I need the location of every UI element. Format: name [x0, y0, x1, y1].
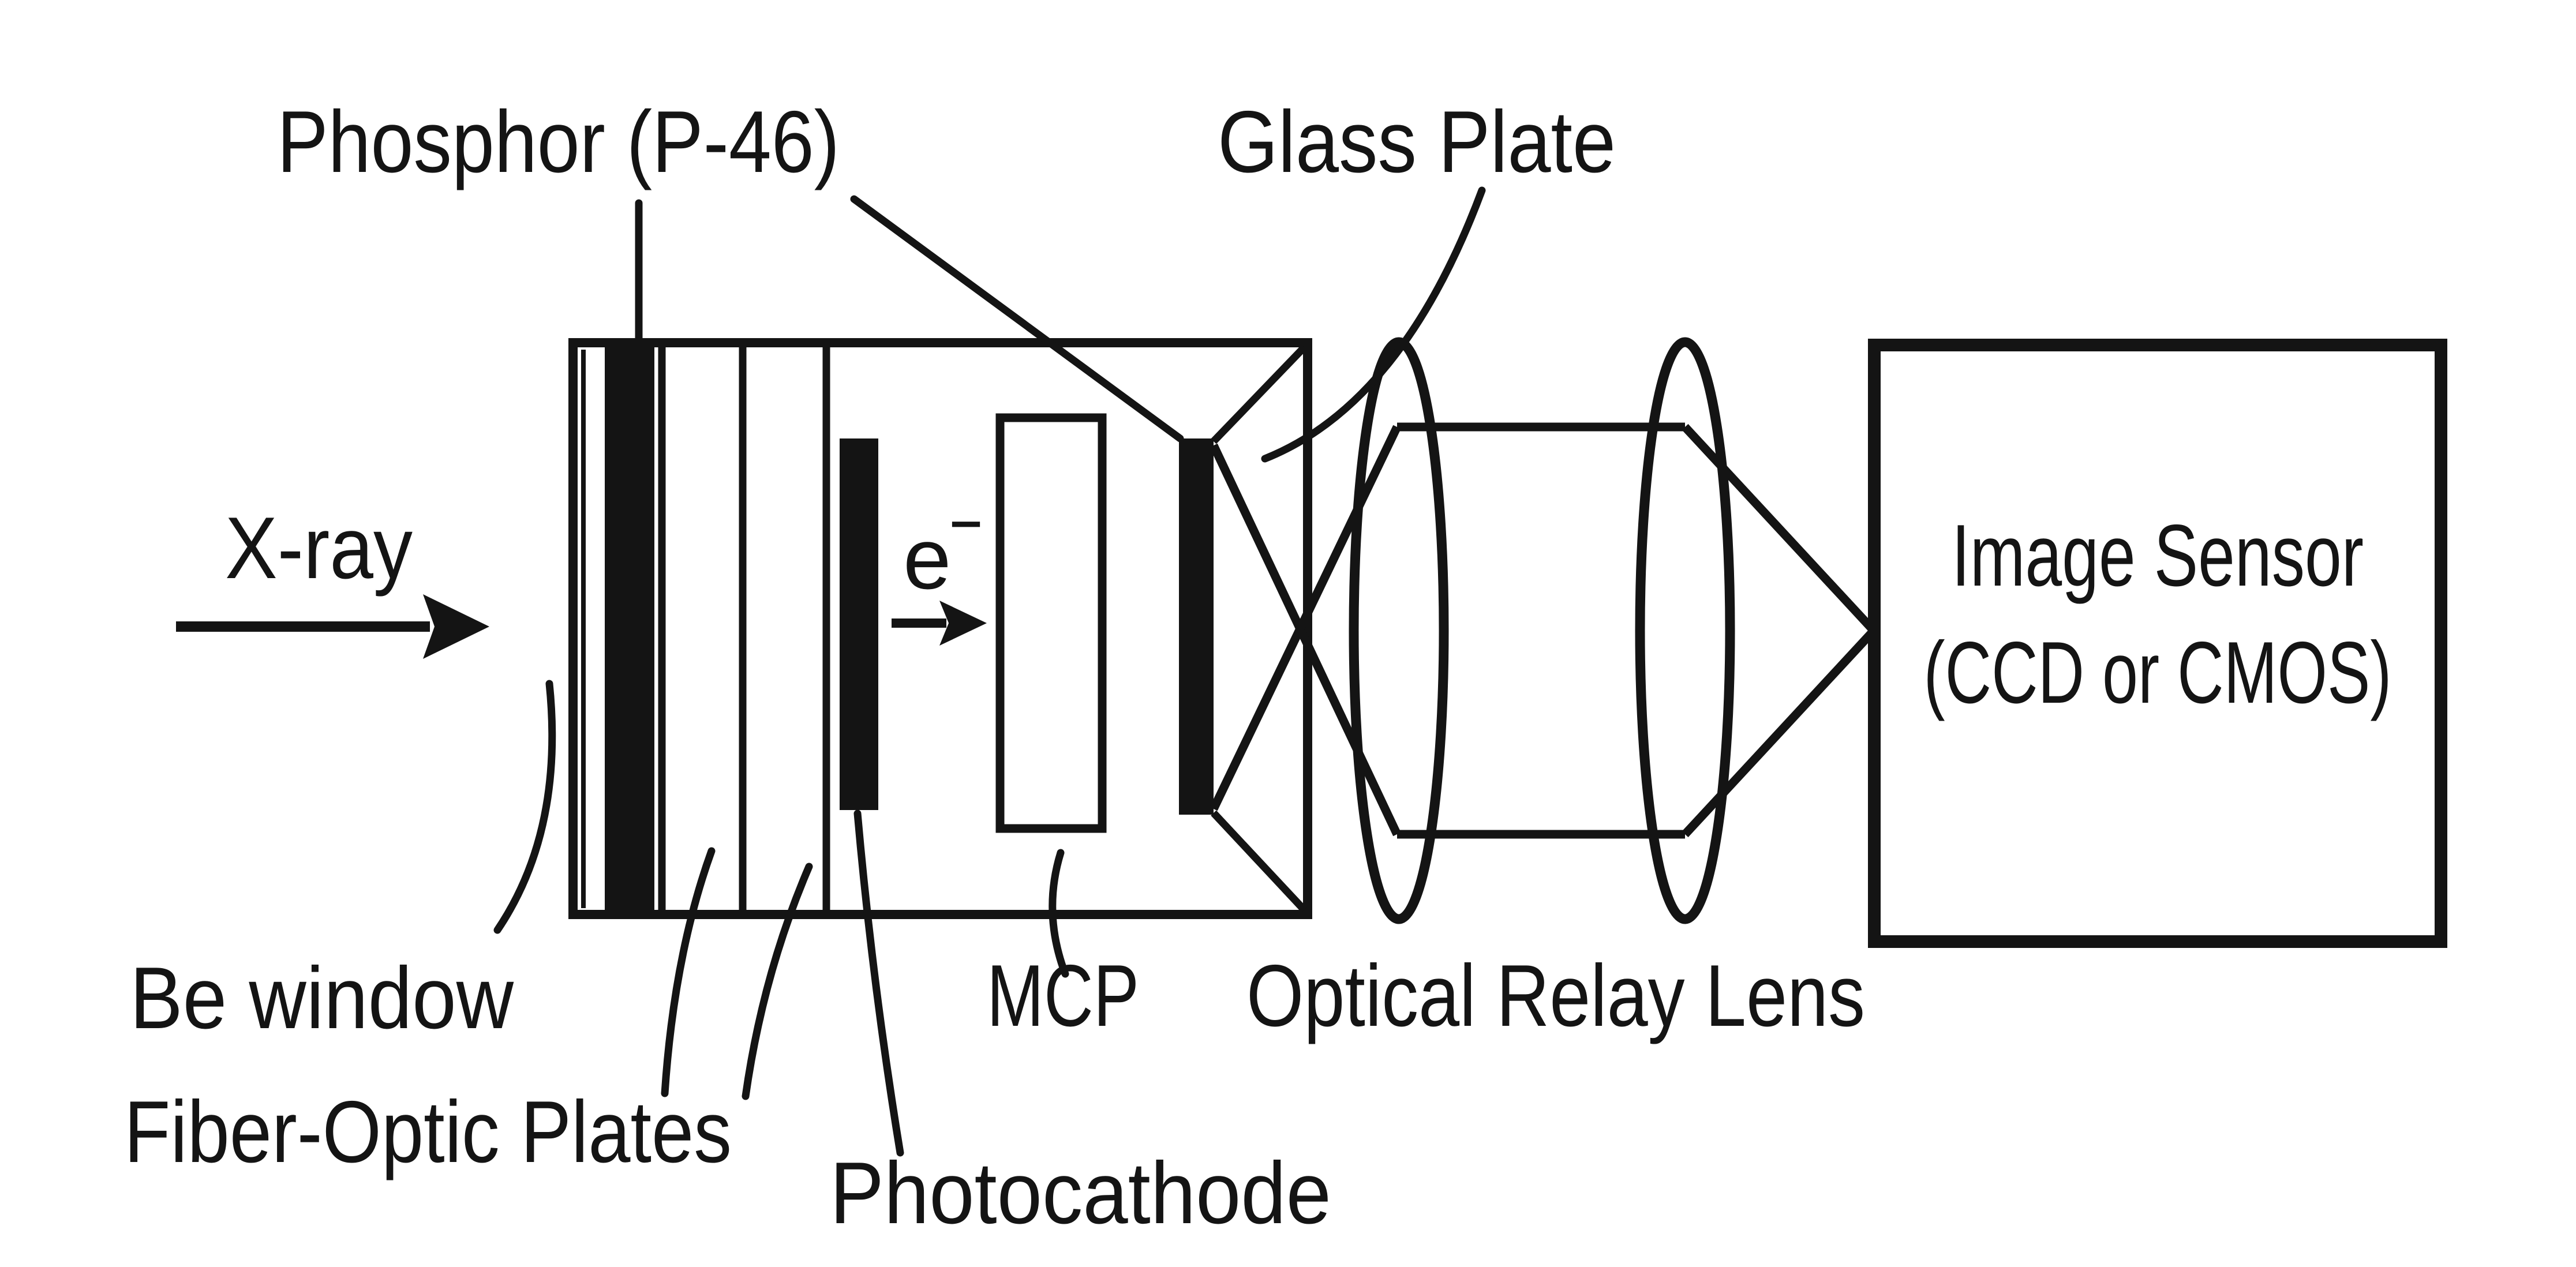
photocathode-bar — [840, 438, 878, 810]
xray-arrow-icon — [176, 594, 489, 659]
electron-arrow-icon — [892, 601, 987, 646]
photocathode-leader-line — [853, 809, 904, 1157]
intensifier-housing-box — [568, 338, 1312, 919]
relay-lens-element-1 — [1349, 337, 1449, 924]
be-window-leader-curve — [493, 680, 556, 934]
image-sensor-box — [1868, 339, 2447, 948]
leader-lines — [493, 186, 1486, 1157]
electron-arrow-head — [939, 601, 987, 646]
label-glass-plate: Glass Plate — [1218, 93, 1616, 191]
label-phosphor: Phosphor (P-46) — [277, 93, 840, 191]
label-electron: e — [903, 510, 951, 607]
ray-lens2-to-sensor-bottom — [1682, 627, 1877, 838]
ray-object-top-to-lens1 — [1210, 443, 1401, 837]
phosphor-leader-diagonal — [850, 195, 1184, 443]
label-electron-superscript: − — [949, 481, 983, 565]
label-image-sensor-line1: Image Sensor — [1952, 507, 2364, 605]
label-fiber-optic-plates: Fiber-Optic Plates — [124, 1083, 732, 1181]
mcp-leader-curve — [1049, 849, 1069, 978]
xray-arrow-head — [423, 594, 489, 659]
mcp-plate — [995, 413, 1107, 833]
label-be-window: Be window — [130, 949, 514, 1047]
label-mcp: MCP — [987, 947, 1139, 1045]
phosphor-output-screen-bar — [1179, 438, 1214, 815]
label-xray: X-ray — [225, 499, 413, 597]
relay-lens-element-2 — [1635, 337, 1735, 924]
glass-plate-perspective-top — [1211, 344, 1307, 444]
label-photocathode: Photocathode — [830, 1144, 1331, 1242]
light-rays — [1210, 422, 1877, 839]
ray-lens2-to-sensor-top — [1682, 423, 1877, 634]
ray-object-bottom-to-lens1 — [1210, 425, 1401, 811]
fiber-optic-leader-curve-1 — [661, 847, 716, 1097]
glass-plate-leader-curve — [1261, 186, 1486, 463]
fiber-optic-leader-curve-2 — [742, 863, 813, 1100]
phosphor-input-screen-bar — [605, 347, 654, 910]
label-optical-relay-lens: Optical Relay Lens — [1246, 947, 1865, 1045]
glass-plate-perspective-bottom — [1211, 810, 1307, 913]
label-image-sensor-line2: (CCD or CMOS) — [1924, 624, 2392, 722]
